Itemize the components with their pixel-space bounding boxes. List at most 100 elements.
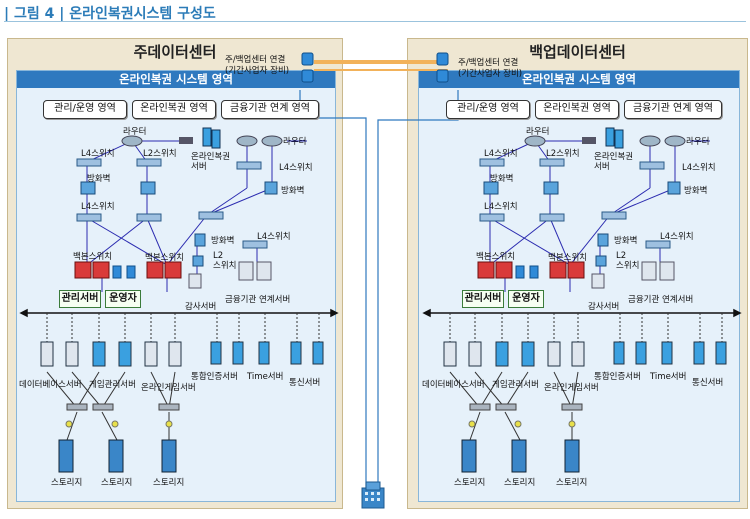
firewall-right-label: 방화벽 — [684, 186, 708, 196]
backbone-right-label: 백본스위치 — [145, 253, 185, 263]
small-switch-icon — [179, 137, 193, 144]
storage-icons — [461, 439, 580, 473]
san-hub-icons — [65, 420, 173, 428]
main-area-title: 온라인복권 시스템 영역 — [17, 71, 335, 88]
backbone-switch-icons — [74, 261, 182, 279]
l4-switch-right-label: L4스위치 — [279, 163, 313, 173]
figure-title: | 그림 4 | 온라인복권시스템 구성도 — [4, 6, 216, 22]
main-system-area: 온라인복권 시스템 영역 — [16, 70, 336, 502]
game-server-label: 게임관리서버 — [89, 380, 136, 390]
zone-mgmt: 관리/운영 영역 — [446, 100, 530, 119]
time-server-label: Time서버 — [650, 372, 687, 382]
backup-dc-title: 백업데이터센터 — [529, 43, 626, 61]
switch-icons — [479, 158, 671, 249]
online-game-server-label: 온라인게임서버 — [544, 383, 599, 393]
firewall-left-label: 방화벽 — [87, 174, 111, 184]
storage-label-2: 스토리지 — [504, 478, 536, 488]
l2-switch-label: L2스위치 — [143, 149, 177, 159]
backbone-left-label: 백본스위치 — [73, 252, 113, 262]
backup-dc-diagram: 관리/운영 영역 온라인복권 영역 금융기관 연계 영역 — [410, 0, 744, 519]
router-icon-right — [639, 135, 686, 147]
firewall-right-label: 방화벽 — [281, 186, 305, 196]
l4-switch-center-label: L4스위치 — [660, 232, 694, 242]
small-switch-icon — [582, 137, 596, 144]
comm-server-label: 통신서버 — [289, 378, 321, 388]
router-right-label: 라우터 — [283, 137, 307, 147]
firewall-left-label: 방화벽 — [490, 174, 514, 184]
finance-server-icons — [188, 261, 272, 289]
router-right-label: 라우터 — [686, 137, 710, 147]
backup-area-title: 온라인복권 시스템 영역 — [419, 71, 739, 88]
l4-switch-label-1: L4스위치 — [81, 149, 115, 159]
main-dc-title: 주데이터센터 — [133, 43, 217, 61]
admin-server-label: 관리서버 — [59, 290, 101, 308]
game-server-label: 게임관리서버 — [492, 380, 539, 390]
l2-switch-center-label: L2 스위치 — [616, 251, 640, 271]
link-label-left-1: 주/백업센터 연결 — [225, 55, 286, 65]
san-switch-icons — [66, 403, 180, 411]
storage-label-1: 스토리지 — [51, 478, 83, 488]
zone-lottery: 온라인복권 영역 — [132, 100, 216, 119]
backbone-switch-icons — [477, 261, 585, 279]
zone-mgmt: 관리/운영 영역 — [43, 100, 127, 119]
backbone-right-label: 백본스위치 — [548, 253, 588, 263]
storage-label-3: 스토리지 — [556, 478, 588, 488]
link-label-left-2: (기간사업자 장비) — [225, 66, 290, 76]
server-row-icons — [40, 341, 324, 367]
zone-finance: 금융기관 연계 영역 — [624, 100, 722, 119]
auth-server-label: 통합인증서버 — [191, 372, 238, 382]
router-icon-right — [236, 135, 283, 147]
lottery-server-icon — [202, 127, 221, 149]
storage-label-2: 스토리지 — [101, 478, 133, 488]
server-row-icons — [443, 341, 727, 367]
backbone-side-icons — [112, 265, 136, 279]
backup-system-area: 온라인복권 시스템 영역 — [418, 70, 740, 502]
san-switch-icons — [469, 403, 583, 411]
firewall-icons — [483, 181, 681, 267]
network-diagram — [422, 127, 742, 473]
time-server-label: Time서버 — [247, 372, 284, 382]
l4-switch-label-2: L4스위치 — [81, 202, 115, 212]
finance-server-label: 금융기관 연계서버 — [628, 295, 694, 305]
l2-switch-label: L2스위치 — [546, 149, 580, 159]
comm-server-label: 통신서버 — [692, 378, 724, 388]
firewall-icons — [80, 181, 278, 267]
router-icon-left — [524, 135, 546, 147]
operator-label: 운영자 — [508, 290, 544, 308]
audit-server-label: 감사서버 — [185, 302, 217, 312]
link-label-right-2: (기간사업자 장비) — [458, 69, 523, 79]
link-device-right — [436, 52, 449, 83]
l4-switch-label-1: L4스위치 — [484, 149, 518, 159]
lottery-server-label: 온라인복권 서버 — [594, 152, 634, 172]
l4-switch-right-label: L4스위치 — [682, 163, 716, 173]
zone-finance: 금융기관 연계 영역 — [221, 100, 319, 119]
l4-switch-label-2: L4스위치 — [484, 202, 518, 212]
router-icon-left — [121, 135, 143, 147]
main-dc-diagram: 관리/운영 영역 온라인복권 영역 금융기관 연계 영역 — [7, 0, 341, 519]
link-label-right-1: 주/백업센터 연결 — [458, 58, 519, 68]
finance-server-label: 금융기관 연계서버 — [225, 295, 291, 305]
admin-server-label: 관리서버 — [462, 290, 504, 308]
backbone-left-label: 백본스위치 — [476, 252, 516, 262]
operator-label: 운영자 — [105, 290, 141, 308]
db-server-label: 데이터베이스서버 — [19, 380, 82, 390]
online-game-server-label: 온라인게임서버 — [141, 383, 196, 393]
firewall-center-label: 방화벽 — [614, 236, 638, 246]
finance-server-icons — [591, 261, 675, 289]
lottery-server-label: 온라인복권 서버 — [191, 152, 231, 172]
auth-server-label: 통합인증서버 — [594, 372, 641, 382]
router-left-label: 라우터 — [123, 127, 147, 137]
storage-label-3: 스토리지 — [153, 478, 185, 488]
link-device-left — [301, 52, 314, 83]
storage-icons — [58, 439, 177, 473]
l2-switch-center-label: L2 스위치 — [213, 251, 237, 271]
network-diagram — [19, 127, 339, 473]
title-divider — [4, 21, 746, 22]
backup-data-center: 백업데이터센터 온라인복권 시스템 영역 — [407, 38, 748, 509]
router-left-label: 라우터 — [526, 127, 550, 137]
lottery-server-icon — [605, 127, 624, 149]
storage-label-1: 스토리지 — [454, 478, 486, 488]
zone-lottery: 온라인복권 영역 — [535, 100, 619, 119]
backbone-side-icons — [515, 265, 539, 279]
